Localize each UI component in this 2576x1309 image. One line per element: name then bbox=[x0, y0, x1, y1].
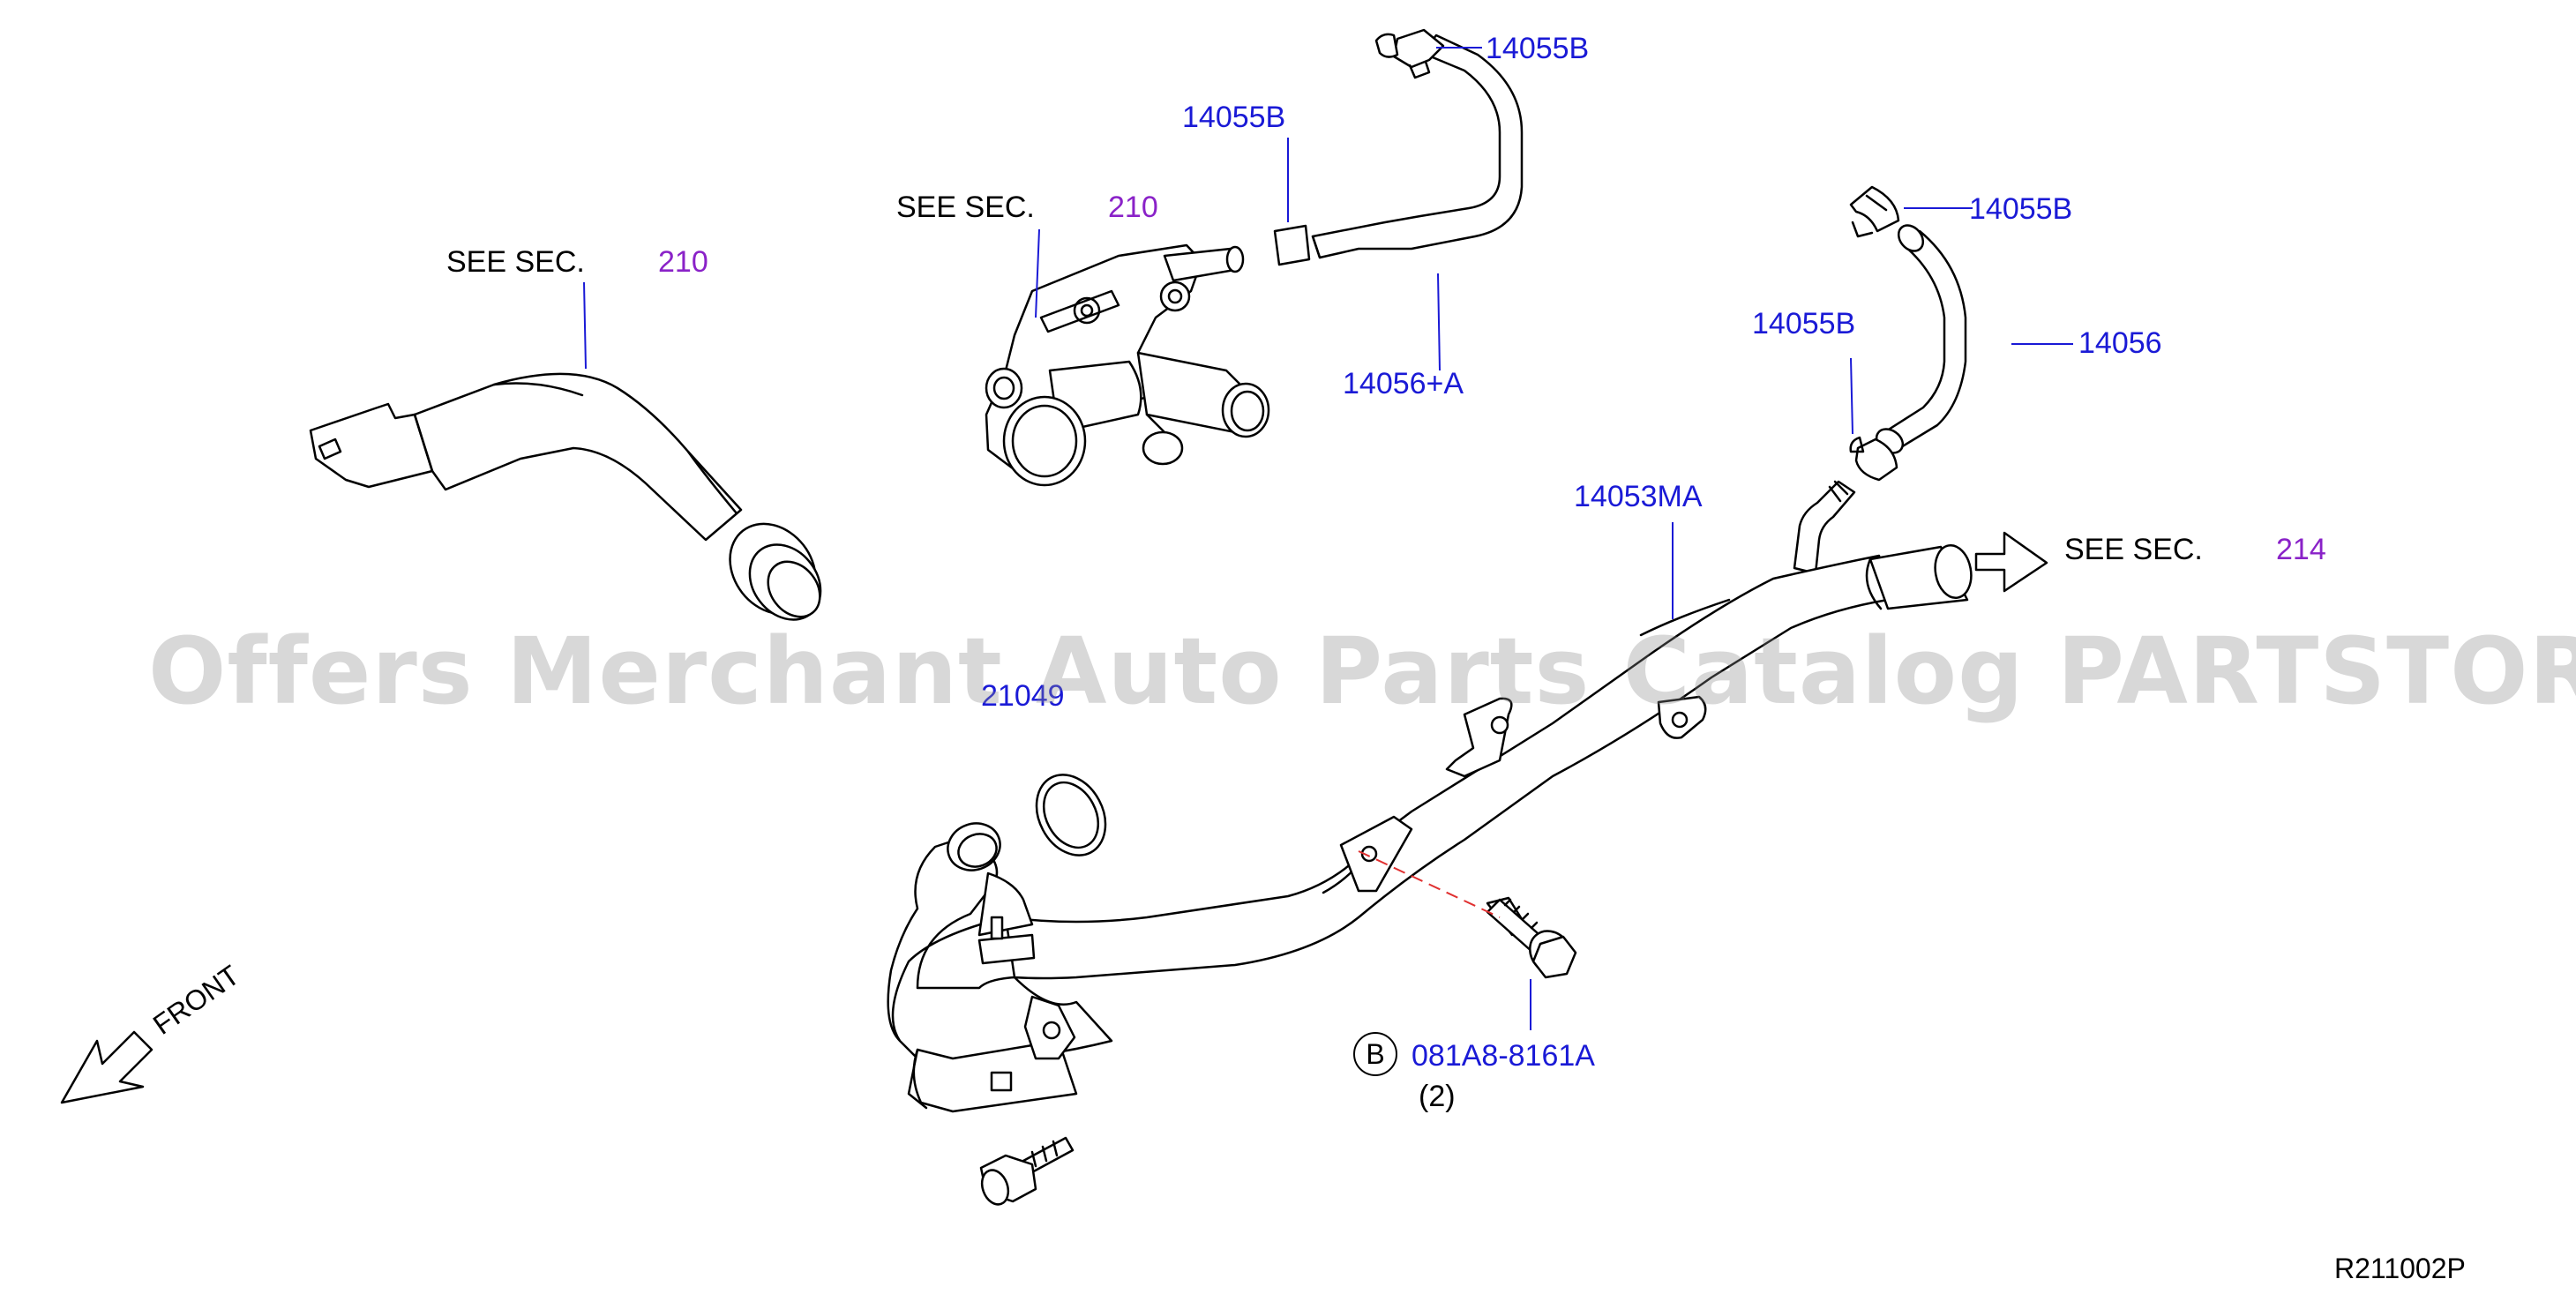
see-sec-number-left[interactable]: 210 bbox=[658, 245, 708, 279]
see-sec-label-top: SEE SEC. bbox=[896, 191, 1035, 224]
bolt-lower[interactable] bbox=[977, 1136, 1075, 1208]
watermark: Offers Merchant Auto Parts Catalog PARTS… bbox=[148, 617, 2576, 725]
hose-14056[interactable] bbox=[1849, 185, 1967, 482]
part-label-081a8-8161a[interactable]: 081A8-8161A bbox=[1412, 1039, 1595, 1073]
water-outlet-housing[interactable] bbox=[985, 243, 1270, 487]
hose-14056-a[interactable] bbox=[1273, 28, 1524, 266]
bolt-081a8-8161a[interactable] bbox=[1486, 896, 1581, 983]
part-label-14056-a[interactable]: 14056+A bbox=[1343, 367, 1464, 400]
right-arrow-icon[interactable] bbox=[1974, 531, 2048, 593]
part-label-14055b-top-right[interactable]: 14055B bbox=[1486, 32, 1590, 65]
leader-lines bbox=[583, 47, 2073, 1030]
part-label-14055b-right-lower[interactable]: 14055B bbox=[1752, 307, 1856, 340]
bolt-circle-letter: B bbox=[1366, 1037, 1385, 1070]
bolt-center-line bbox=[1358, 850, 1501, 918]
see-sec-number-right[interactable]: 214 bbox=[2276, 533, 2326, 566]
part-label-21049[interactable]: 21049 bbox=[981, 679, 1065, 713]
see-sec-label-right: SEE SEC. bbox=[2064, 533, 2203, 566]
bolt-quantity: (2) bbox=[1419, 1080, 1456, 1113]
water-pipe-14053ma[interactable] bbox=[887, 480, 1975, 1113]
see-sec-label-left: SEE SEC. bbox=[446, 245, 585, 279]
upper-radiator-hose[interactable] bbox=[309, 372, 835, 633]
o-ring-21049[interactable] bbox=[1023, 763, 1120, 868]
part-label-14055b-top-left[interactable]: 14055B bbox=[1182, 101, 1286, 134]
part-label-14055b-right-upper[interactable]: 14055B bbox=[1969, 192, 2073, 226]
diagram-id: R211002P bbox=[2334, 1253, 2466, 1284]
see-sec-number-top[interactable]: 210 bbox=[1108, 191, 1158, 224]
part-label-14056[interactable]: 14056 bbox=[2078, 326, 2162, 360]
bolt-circle-b: B bbox=[1353, 1032, 1397, 1076]
front-arrow-icon bbox=[60, 1030, 154, 1104]
part-label-14053ma[interactable]: 14053MA bbox=[1574, 480, 1703, 513]
